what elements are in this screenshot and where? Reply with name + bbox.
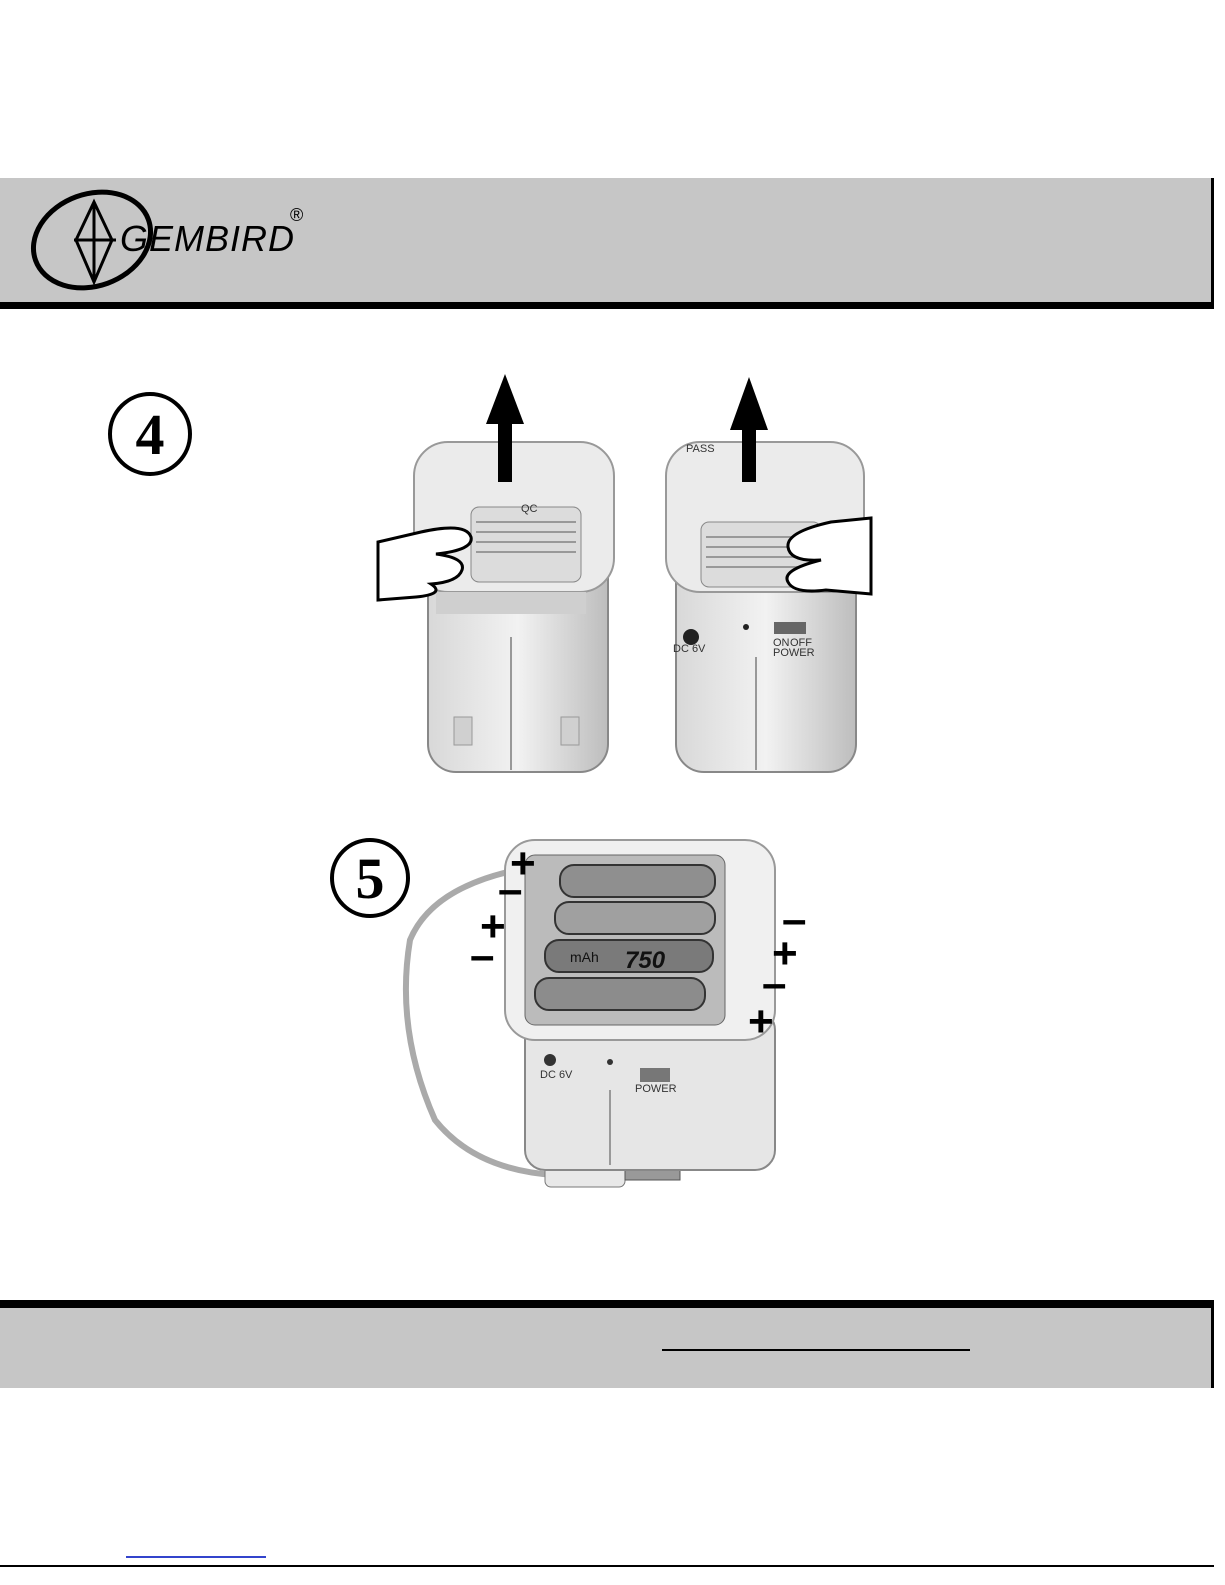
- qc-label: QC: [521, 503, 538, 515]
- step-5-photo: 750 mAh DC 6V POWER: [395, 830, 795, 1220]
- brand-name: GEMBIRD: [120, 218, 295, 260]
- power-label-step5: POWER: [635, 1083, 677, 1095]
- step-4-photo: QC PASS DC 6V ON OFF POWER: [376, 372, 876, 777]
- footer-band: [0, 1308, 1214, 1388]
- polarity-left-4: –: [470, 934, 494, 978]
- bottom-rule: [0, 1565, 1214, 1567]
- battery-unit: mAh: [570, 949, 599, 965]
- footer-rule: [0, 1300, 1214, 1308]
- dc-6v-label-step5: DC 6V: [540, 1069, 573, 1081]
- registered-mark: ®: [290, 205, 303, 226]
- step-4-marker: 4: [108, 392, 192, 476]
- footer-link-underline[interactable]: [662, 1349, 970, 1351]
- pass-label: PASS: [686, 443, 715, 455]
- header-rule: [0, 302, 1214, 309]
- dc-6v-label: DC 6V: [673, 643, 706, 655]
- bottom-link-underline[interactable]: [126, 1556, 266, 1558]
- power-label: POWER: [773, 647, 815, 659]
- battery-capacity: 750: [625, 947, 666, 974]
- polarity-right-4: +: [748, 1000, 774, 1044]
